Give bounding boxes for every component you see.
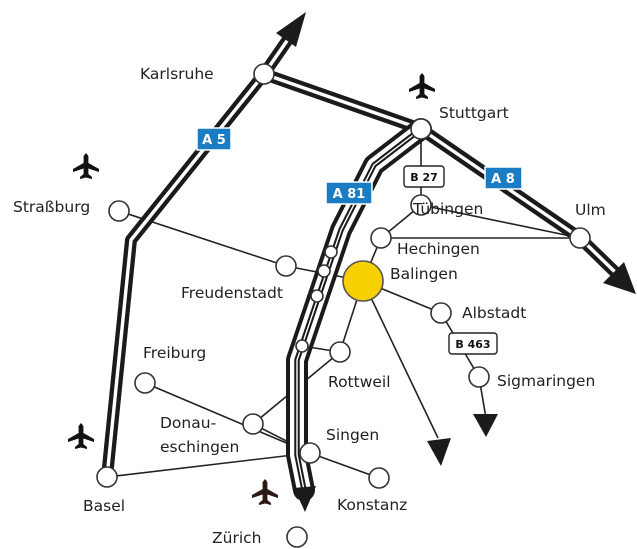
label-basel: Basel — [83, 497, 125, 515]
city-markers — [96, 63, 591, 548]
city-marker-freiburg — [134, 372, 156, 394]
label-karlsruhe: Karlsruhe — [140, 65, 214, 83]
label-rottweil: Rottweil — [328, 373, 391, 391]
city-marker-stuttgart — [410, 118, 432, 140]
label-balingen: Balingen — [390, 265, 458, 283]
shield-a81-label: A 81 — [333, 187, 366, 202]
airplane-icon — [409, 73, 435, 99]
city-marker-donaueschingen — [242, 413, 264, 435]
airplane-icon — [73, 153, 99, 179]
label-konstanz: Konstanz — [337, 496, 407, 514]
city-labels: Karlsruhe Stuttgart Straßburg Tübingen U… — [13, 65, 606, 547]
airplane-icon — [252, 479, 278, 505]
arrow-a8-east — [603, 262, 636, 294]
label-ulm: Ulm — [575, 201, 606, 219]
shield-b27: B 27 — [403, 165, 445, 188]
shield-b27-label: B 27 — [410, 171, 438, 184]
shield-a81: A 81 — [325, 181, 373, 205]
route-arrows — [276, 12, 636, 512]
road-balingen-southeast — [362, 280, 439, 439]
city-marker-basel — [96, 466, 118, 488]
city-marker-albstadt — [430, 302, 452, 324]
arrow-balingen-south — [427, 438, 451, 466]
road-singen-konstanz — [309, 452, 380, 479]
shield-b463: B 463 — [448, 332, 498, 355]
shield-a8: A 8 — [484, 166, 523, 190]
airplane-icon — [68, 423, 94, 449]
label-strassburg: Straßburg — [13, 198, 90, 216]
shield-a8-label: A 8 — [491, 172, 515, 187]
city-marker-strassburg — [108, 200, 130, 222]
city-marker-rottweil — [329, 341, 351, 363]
city-marker-freudenstadt — [275, 255, 297, 277]
label-hechingen: Hechingen — [397, 240, 480, 258]
road-singen-basel — [106, 452, 311, 478]
interchanges — [295, 245, 338, 353]
label-freiburg: Freiburg — [143, 344, 206, 362]
label-donaueschingen-line1: Donau- — [160, 414, 216, 432]
arrow-a81-south — [294, 486, 316, 512]
city-marker-ulm — [569, 227, 591, 249]
label-donaueschingen-line2: eschingen — [160, 438, 239, 456]
label-freudenstadt: Freudenstadt — [181, 284, 283, 302]
label-albstadt: Albstadt — [462, 304, 526, 322]
highway-shields: A 5 A 81 A 8 B 27 B 463 — [196, 127, 523, 355]
shield-a5-label: A 5 — [202, 133, 226, 148]
label-tuebingen: Tübingen — [412, 200, 483, 218]
city-marker-tuebingen — [410, 194, 432, 216]
label-stuttgart: Stuttgart — [439, 104, 509, 122]
city-marker-sigmaringen — [468, 366, 490, 388]
label-sigmaringen: Sigmaringen — [497, 372, 595, 390]
city-marker-zuerich — [286, 526, 308, 548]
road-tuebingen-ulm — [420, 204, 581, 239]
label-singen: Singen — [326, 426, 379, 444]
city-marker-karlsruhe — [253, 63, 275, 85]
highway-a5 — [101, 29, 297, 483]
city-marker-singen — [299, 442, 321, 464]
city-marker-hechingen — [370, 227, 392, 249]
arrow-a5-north — [276, 12, 306, 47]
shield-a5: A 5 — [196, 127, 232, 151]
shield-b463-label: B 463 — [455, 338, 490, 351]
city-marker-konstanz — [368, 467, 390, 489]
arrow-sigmaringen-south — [473, 414, 498, 437]
label-zuerich: Zürich — [212, 529, 261, 547]
road-freiburg-singen — [144, 382, 311, 454]
city-marker-balingen — [342, 260, 384, 302]
